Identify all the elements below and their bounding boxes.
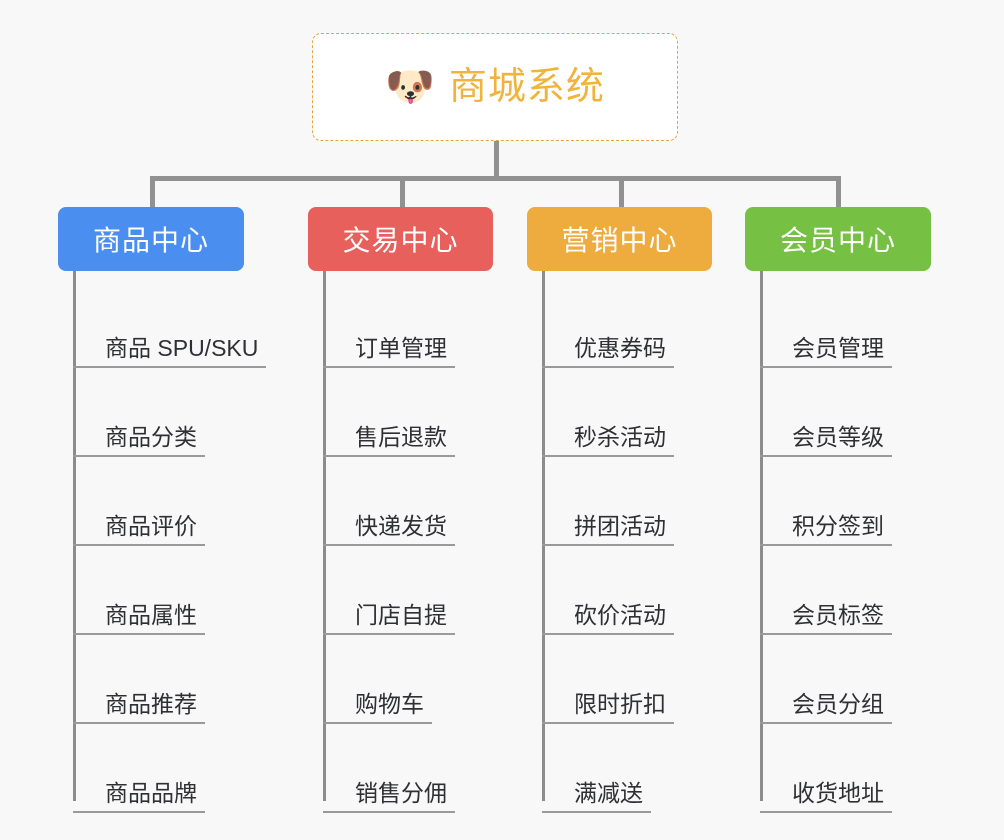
leaf-label: 商品品牌 <box>105 780 197 806</box>
leaf-trunk-line <box>323 271 326 801</box>
leaf-label: 销售分佣 <box>355 780 447 806</box>
leaf-trunk-line <box>760 271 763 801</box>
list-item[interactable]: 满减送 <box>542 724 712 813</box>
branch-column-trade-center: 交易中心 订单管理 售后退款 快递发货 门店自提 购物车 销售分佣 <box>308 207 493 813</box>
shiba-dog-face-icon: 🐶 <box>385 65 435 109</box>
leaf-label: 积分签到 <box>792 513 884 539</box>
leaf-label: 商品评价 <box>105 513 197 539</box>
category-header-member-center[interactable]: 会员中心 <box>745 207 931 271</box>
leaf-list-trade-center: 订单管理 售后退款 快递发货 门店自提 购物车 销售分佣 <box>308 271 493 813</box>
leaf-label: 商品 SPU/SKU <box>105 335 259 361</box>
list-item[interactable]: 优惠券码 <box>542 279 712 368</box>
leaf-trunk-line <box>542 271 545 801</box>
category-header-product-center[interactable]: 商品中心 <box>58 207 244 271</box>
leaf-label: 商品属性 <box>105 602 197 628</box>
list-item[interactable]: 会员分组 <box>760 635 931 724</box>
leaf-label: 会员分组 <box>792 691 884 717</box>
branch-column-member-center: 会员中心 会员管理 会员等级 积分签到 会员标签 会员分组 收货地址 <box>745 207 931 813</box>
list-item[interactable]: 售后退款 <box>323 368 493 457</box>
branch-column-marketing-center: 营销中心 优惠券码 秒杀活动 拼团活动 砍价活动 限时折扣 满减送 <box>527 207 712 813</box>
leaf-label: 商品推荐 <box>105 691 197 717</box>
leaf-label: 快递发货 <box>355 513 447 539</box>
leaf-label: 满减送 <box>574 780 643 806</box>
leaf-label: 会员等级 <box>792 424 884 450</box>
leaf-label: 会员标签 <box>792 602 884 628</box>
list-item[interactable]: 购物车 <box>323 635 493 724</box>
root-node-title: 商城系统 <box>448 66 605 108</box>
connector-drop-member-center <box>836 176 841 208</box>
list-item[interactable]: 商品属性 <box>73 546 266 635</box>
connector-root-stem <box>494 141 499 179</box>
list-item[interactable]: 商品品牌 <box>73 724 266 813</box>
leaf-label: 会员管理 <box>792 335 884 361</box>
list-item[interactable]: 限时折扣 <box>542 635 712 724</box>
leaf-label: 商品分类 <box>105 424 197 450</box>
list-item[interactable]: 砍价活动 <box>542 546 712 635</box>
category-header-trade-center[interactable]: 交易中心 <box>308 207 493 271</box>
list-item[interactable]: 订单管理 <box>323 279 493 368</box>
list-item[interactable]: 商品评价 <box>73 457 266 546</box>
leaf-label: 秒杀活动 <box>574 424 666 450</box>
list-item[interactable]: 商品 SPU/SKU <box>73 279 267 368</box>
leaf-label: 门店自提 <box>355 602 447 628</box>
connector-drop-trade-center <box>400 176 405 208</box>
list-item[interactable]: 会员管理 <box>760 279 931 368</box>
list-item[interactable]: 商品推荐 <box>73 635 266 724</box>
list-item[interactable]: 会员等级 <box>760 368 931 457</box>
leaf-trunk-line <box>73 271 76 801</box>
category-header-marketing-center[interactable]: 营销中心 <box>527 207 712 271</box>
list-item[interactable]: 快递发货 <box>323 457 493 546</box>
leaf-list-member-center: 会员管理 会员等级 积分签到 会员标签 会员分组 收货地址 <box>745 271 931 813</box>
list-item[interactable]: 销售分佣 <box>323 724 493 813</box>
leaf-label: 订单管理 <box>355 335 447 361</box>
category-header-label: 营销中心 <box>561 225 678 256</box>
leaf-label: 限时折扣 <box>574 691 666 717</box>
leaf-list-marketing-center: 优惠券码 秒杀活动 拼团活动 砍价活动 限时折扣 满减送 <box>527 271 712 813</box>
list-item[interactable]: 积分签到 <box>760 457 931 546</box>
list-item[interactable]: 商品分类 <box>73 368 266 457</box>
leaf-label: 优惠券码 <box>574 335 666 361</box>
leaf-label: 拼团活动 <box>574 513 666 539</box>
branch-column-product-center: 商品中心 商品 SPU/SKU 商品分类 商品评价 商品属性 商品推荐 商品品牌 <box>58 207 267 813</box>
connector-horizontal-bus <box>150 176 839 181</box>
leaf-label: 售后退款 <box>355 424 447 450</box>
leaf-label: 收货地址 <box>792 780 884 806</box>
category-header-label: 交易中心 <box>342 225 459 256</box>
list-item[interactable]: 拼团活动 <box>542 457 712 546</box>
list-item[interactable]: 门店自提 <box>323 546 493 635</box>
list-item[interactable]: 收货地址 <box>760 724 931 813</box>
list-item[interactable]: 会员标签 <box>760 546 931 635</box>
category-header-label: 商品中心 <box>92 225 209 256</box>
root-node-shop-system[interactable]: 🐶 商城系统 <box>312 33 678 141</box>
list-item[interactable]: 秒杀活动 <box>542 368 712 457</box>
connector-drop-marketing-center <box>619 176 624 208</box>
category-header-label: 会员中心 <box>779 225 896 256</box>
leaf-label: 购物车 <box>355 691 424 717</box>
leaf-label: 砍价活动 <box>574 602 666 628</box>
leaf-list-product-center: 商品 SPU/SKU 商品分类 商品评价 商品属性 商品推荐 商品品牌 <box>58 271 267 813</box>
connector-drop-product-center <box>150 176 155 208</box>
